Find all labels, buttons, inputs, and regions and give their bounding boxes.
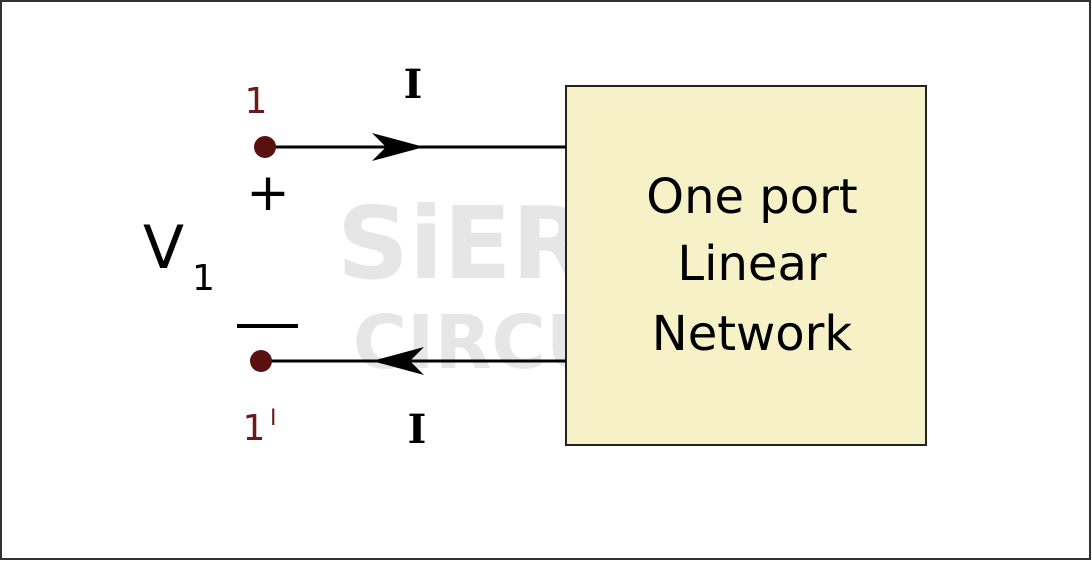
bottom-current-arrow (372, 347, 424, 375)
network-label: One port Linear Network (646, 169, 857, 362)
terminal-bottom-prime: I (270, 406, 277, 431)
terminal-top (254, 136, 276, 158)
current-bottom-label: I (408, 406, 427, 453)
current-top-label: I (404, 61, 423, 108)
top-current-arrow (372, 133, 424, 161)
terminal-bottom-label: 1 (243, 408, 266, 449)
terminal-bottom (250, 350, 272, 372)
network-label-line1: One port (646, 169, 857, 225)
network-box (565, 85, 927, 446)
network-label-line3: Network (652, 306, 853, 362)
voltage-subscript: 1 (192, 258, 215, 299)
network-label-line2: Linear (677, 236, 826, 292)
voltage-label: V (143, 213, 184, 283)
terminal-top-label: 1 (245, 81, 268, 122)
plus-sign: + (246, 163, 290, 223)
